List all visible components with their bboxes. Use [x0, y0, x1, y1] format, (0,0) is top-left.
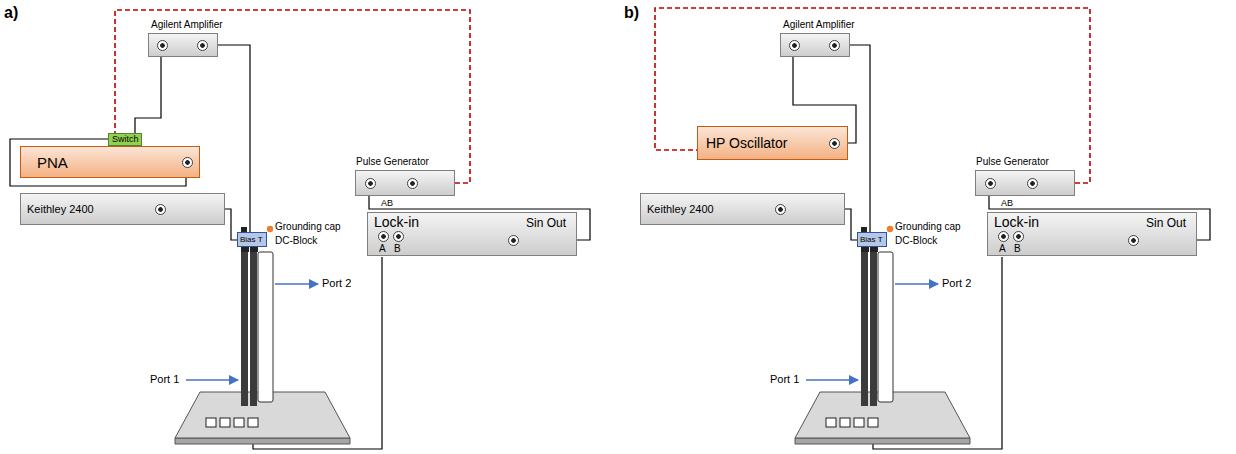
- port-label: Port 2: [322, 277, 351, 290]
- port-label: Port 2: [942, 277, 971, 290]
- panel-label: a): [4, 4, 18, 22]
- port-name: Sin Out: [526, 217, 566, 231]
- port-label: AB: [1000, 198, 1014, 208]
- port-connector: [829, 138, 840, 149]
- port-label: Port 1: [770, 373, 799, 386]
- pulse-generator: Pulse Generator: [355, 170, 455, 196]
- instrument-name: PNA: [37, 154, 68, 171]
- instrument-name: Lock-in: [374, 214, 419, 230]
- instrument-name: Pulse Generator: [976, 156, 1049, 168]
- rf-switch: Switch: [108, 133, 142, 146]
- port-label: AB: [380, 198, 394, 208]
- port-connector: [985, 178, 996, 189]
- lock-in-amplifier: Lock-in Sin OutAB: [367, 212, 577, 256]
- port-connector: [1013, 231, 1024, 242]
- instrument-name: Lock-in: [994, 214, 1039, 230]
- instrument-name: Agilent Amplifier: [151, 19, 223, 31]
- port-connector: [789, 40, 800, 51]
- trigger-cable: [655, 8, 1090, 183]
- probe-rig-a: [175, 226, 382, 449]
- instrument-name: Switch: [112, 134, 139, 144]
- part-label: Grounding cap: [895, 221, 961, 233]
- port-connector: [998, 231, 1009, 242]
- port-name: B: [1014, 243, 1021, 255]
- port-connector: [407, 178, 418, 189]
- signal-cable: [850, 45, 870, 232]
- port-connector: [393, 231, 404, 242]
- port-connector: [508, 235, 519, 246]
- panel-label: b): [624, 4, 639, 22]
- part-label: DC-Block: [275, 235, 317, 247]
- port-connector: [182, 157, 193, 168]
- instrument-name: Agilent Amplifier: [783, 19, 855, 31]
- port-connector: [775, 204, 786, 215]
- part-label: Grounding cap: [275, 221, 341, 233]
- amplifier: Agilent Amplifier: [148, 33, 218, 57]
- lock-in-amplifier: Lock-in Sin OutAB: [987, 212, 1197, 256]
- port-connector: [829, 40, 840, 51]
- instrument-name: Keithley 2400: [27, 203, 94, 216]
- port-connector: [365, 178, 376, 189]
- port-name: A: [379, 243, 386, 255]
- port-label: Port 1: [150, 373, 179, 386]
- source-meter: Keithley 2400: [640, 193, 845, 225]
- port-connector: [1128, 235, 1139, 246]
- signal-cable: [225, 209, 237, 240]
- oscillator: HP Oscillator: [697, 126, 848, 160]
- instrument-name: Bias T: [860, 235, 883, 244]
- instrument-name: HP Oscillator: [706, 135, 787, 151]
- port-connector: [157, 40, 168, 51]
- instrument-name: Bias T: [240, 235, 263, 244]
- signal-cable: [135, 57, 161, 133]
- part-label: DC-Block: [895, 235, 937, 247]
- bias-tee: Bias T: [237, 232, 267, 247]
- source-meter: Keithley 2400: [20, 193, 225, 225]
- signal-cable: [845, 209, 857, 240]
- probe-rig-b: [795, 226, 1002, 449]
- pulse-generator: Pulse Generator: [975, 170, 1075, 196]
- port-connector: [155, 204, 166, 215]
- network-analyzer: PNA: [20, 146, 200, 178]
- amplifier: Agilent Amplifier: [780, 33, 850, 57]
- port-name: B: [394, 243, 401, 255]
- instrument-name: Keithley 2400: [647, 203, 714, 216]
- bias-tee: Bias T: [857, 232, 887, 247]
- port-connector: [197, 40, 208, 51]
- port-name: A: [999, 243, 1006, 255]
- port-connector: [1027, 178, 1038, 189]
- instrument-name: Pulse Generator: [356, 156, 429, 168]
- port-connector: [378, 231, 389, 242]
- port-name: Sin Out: [1146, 217, 1186, 231]
